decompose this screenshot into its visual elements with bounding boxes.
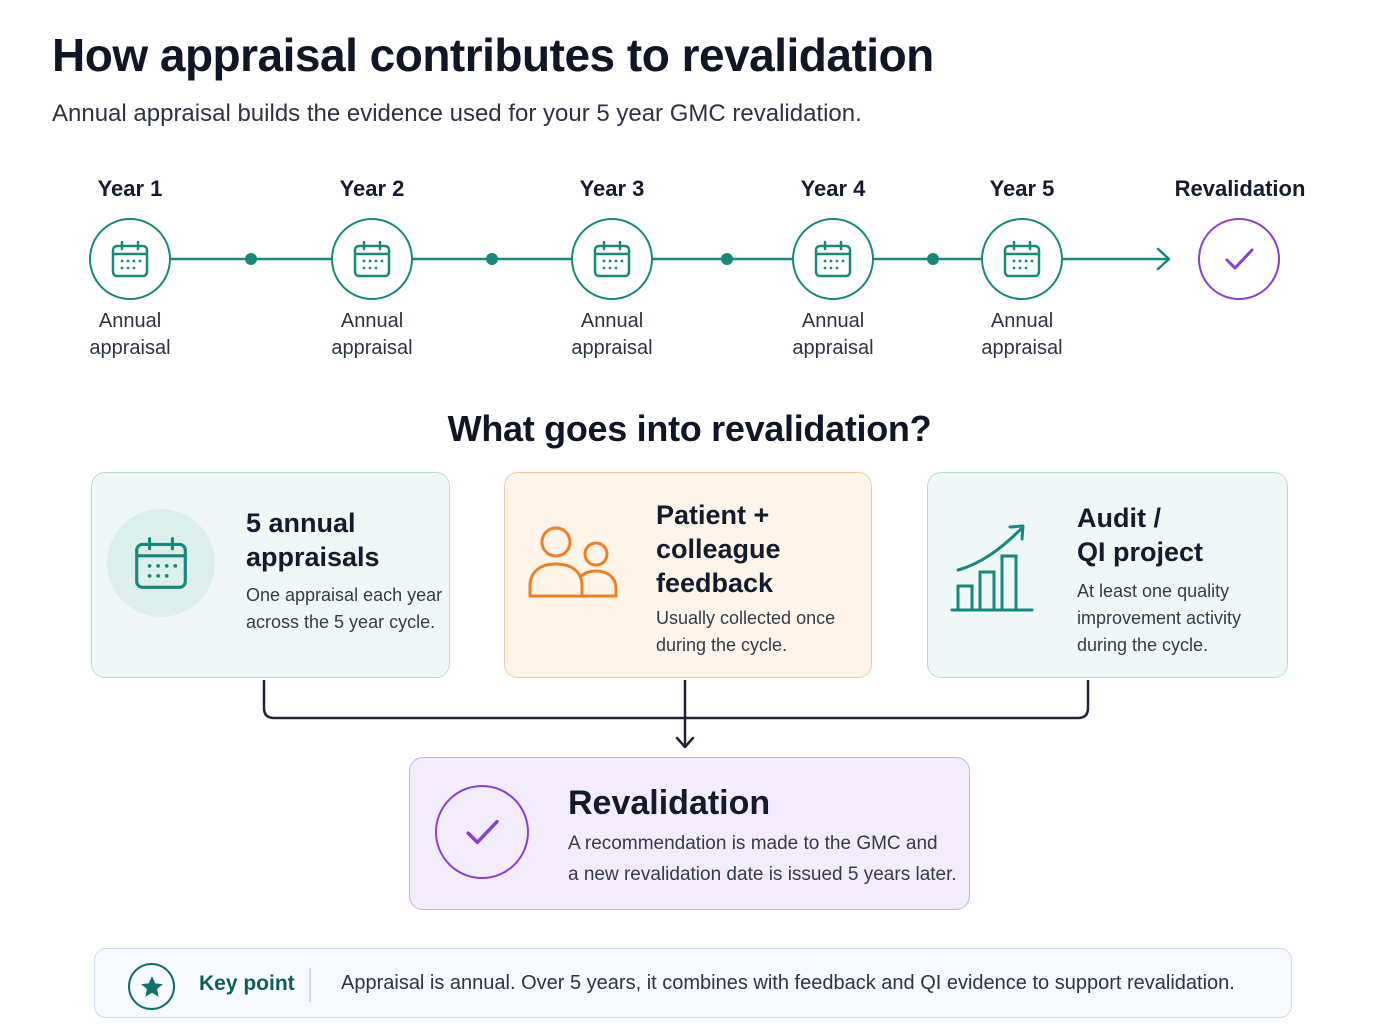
merge-connector — [262, 680, 1090, 749]
page-title: How appraisal contributes to revalidatio… — [52, 29, 934, 81]
timeline-year-label: Year 2 — [339, 176, 405, 201]
timeline-node-revalidation — [1198, 218, 1280, 300]
people-icon — [528, 526, 618, 598]
timeline-node-year-1 — [89, 218, 171, 300]
timeline-final-label: Revalidation — [1174, 176, 1306, 201]
timeline-node-year-3 — [571, 218, 653, 300]
check-circle-icon — [435, 785, 529, 879]
card-icon-badge — [107, 509, 215, 617]
outcome-title: Revalidation — [568, 784, 771, 822]
key-point-text: Appraisal is annual. Over 5 years, it co… — [341, 972, 1235, 994]
growth-chart-icon — [950, 524, 1034, 612]
check-icon — [1225, 248, 1254, 270]
page-subtitle: Annual appraisal builds the evidence use… — [52, 100, 862, 127]
timeline-node-year-2 — [331, 218, 413, 300]
key-point-label: Key point — [199, 972, 295, 995]
divider — [309, 968, 311, 1002]
calendar-icon — [353, 240, 391, 278]
timeline-connector — [171, 247, 1171, 271]
star-icon — [128, 963, 175, 1010]
timeline-year-label: Year 1 — [97, 176, 163, 201]
key-point-box — [94, 948, 1292, 1018]
timeline-year-label: Year 4 — [800, 176, 866, 201]
calendar-icon — [814, 240, 852, 278]
check-icon — [466, 819, 499, 845]
card-feedback — [504, 472, 872, 678]
calendar-icon — [111, 240, 149, 278]
timeline-node-year-5 — [981, 218, 1063, 300]
calendar-icon — [1003, 240, 1041, 278]
timeline-node-year-4 — [792, 218, 874, 300]
timeline-year-label: Year 3 — [579, 176, 645, 201]
card-title: Audit /QI project — [1077, 503, 1204, 567]
timeline-year-label: Year 5 — [989, 176, 1055, 201]
calendar-icon — [593, 240, 631, 278]
card-audit-qi — [927, 472, 1288, 678]
calendar-icon — [135, 537, 187, 589]
section-title: What goes into revalidation? — [447, 408, 932, 449]
